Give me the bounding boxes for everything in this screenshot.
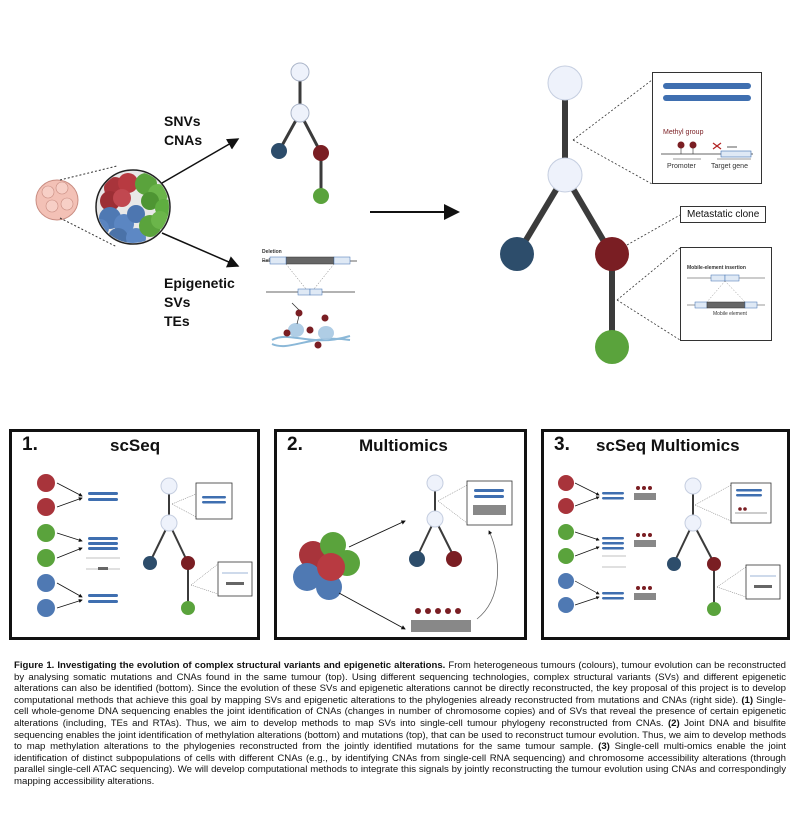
target-gene-label: Target gene bbox=[711, 163, 748, 170]
caption-text: Joint DNA and bisulfite sequencing enabl… bbox=[14, 717, 786, 753]
panel-title: Multiomics bbox=[359, 436, 448, 455]
metastatic-clone-label: Metastatic clone bbox=[680, 206, 767, 223]
small-phylogeny bbox=[271, 62, 329, 204]
large-phylogeny bbox=[500, 65, 629, 364]
mutation-label: SNVs CNAs bbox=[164, 113, 203, 148]
mobile-insertion-label: Mobile-element insertion bbox=[687, 265, 746, 271]
panel-title: scSeq Multiomics bbox=[596, 436, 740, 455]
deletion-label: Deletion bbox=[262, 249, 282, 255]
figure-caption: Figure 1. Investigating the evolution of… bbox=[14, 660, 786, 788]
panel-multiomics: 2. Multiomics bbox=[274, 429, 527, 640]
deletion-diagram bbox=[262, 256, 357, 296]
epigenetic-label: Epigenetic SVs TEs bbox=[164, 275, 235, 329]
panel-number: 3. bbox=[554, 434, 570, 455]
caption-marker: (2) bbox=[667, 717, 680, 729]
panel-title: scSeq bbox=[110, 436, 161, 455]
tumour-cells-icon bbox=[95, 169, 171, 245]
methyl-group-label: Methyl group bbox=[663, 129, 704, 136]
mobile-element-label: Mobile element bbox=[713, 311, 747, 317]
mobile-element-box: Mobile-element insertion Mobile element bbox=[680, 247, 772, 341]
caption-marker: (3) bbox=[598, 741, 610, 753]
panel-2-illustration bbox=[293, 474, 513, 632]
panel-3-illustration bbox=[558, 475, 781, 616]
top-illustration bbox=[35, 62, 681, 364]
methylation-box: Methyl group Promoter Target gene bbox=[652, 72, 762, 184]
caption-text: Single-cell whole-genome DNA sequencing … bbox=[14, 694, 786, 729]
tissue-icon bbox=[35, 179, 79, 221]
ref-label: Ref bbox=[262, 258, 270, 264]
promoter-label: Promoter bbox=[667, 163, 696, 170]
panel-number: 2. bbox=[287, 434, 303, 455]
caption-marker: (1) bbox=[741, 694, 754, 706]
caption-heading: Figure 1. Investigating the evolution of… bbox=[14, 660, 446, 671]
caption-text: From heterogeneous tumours (colours), tu… bbox=[14, 660, 786, 706]
methylated-dna-icon bbox=[271, 302, 351, 349]
panel-scseq: 1. scSeq bbox=[9, 429, 260, 640]
panel-number: 1. bbox=[22, 434, 38, 455]
panel-1-illustration bbox=[37, 474, 253, 617]
panel-scseq-multiomics: 3. scSeq Multiomics bbox=[541, 429, 790, 640]
caption-text: Single-cell multi-omics enable the joint… bbox=[14, 741, 786, 787]
